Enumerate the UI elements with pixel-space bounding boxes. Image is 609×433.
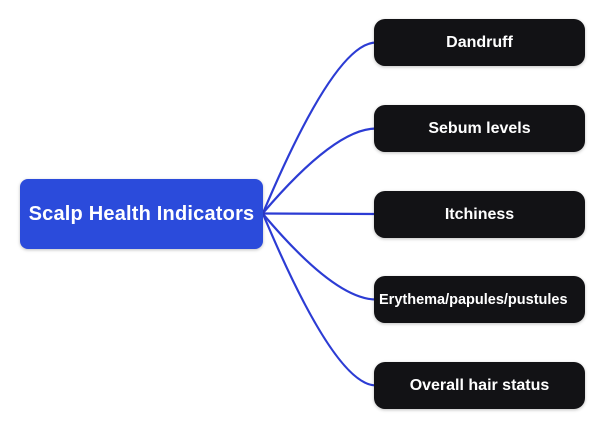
root-node-scalp-health-indicators[interactable]: Scalp Health Indicators	[20, 179, 263, 249]
branch-node-label: Overall hair status	[409, 376, 550, 394]
branch-node-sebum-levels[interactable]: Sebum levels	[374, 105, 585, 152]
edge-root-to-sebum	[261, 127, 378, 215]
branch-node-itchiness[interactable]: Itchiness	[374, 191, 585, 238]
edge-root-to-overall	[261, 212, 378, 387]
root-node-label: Scalp Health Indicators	[28, 202, 255, 225]
edge-root-to-itchiness	[261, 212, 378, 216]
branch-node-overall-hair-status[interactable]: Overall hair status	[374, 362, 585, 409]
edge-root-to-erythema	[261, 212, 378, 301]
edge-root-to-dandruff	[261, 41, 378, 215]
branch-node-label: Erythema/papules/pustules	[379, 291, 568, 308]
branch-node-erythema-papules-pustules[interactable]: Erythema/papules/pustules	[374, 276, 585, 323]
branch-node-label: Sebum levels	[428, 119, 531, 137]
branch-node-label: Dandruff	[446, 33, 513, 51]
branch-node-dandruff[interactable]: Dandruff	[374, 19, 585, 66]
branch-node-label: Itchiness	[444, 205, 515, 223]
